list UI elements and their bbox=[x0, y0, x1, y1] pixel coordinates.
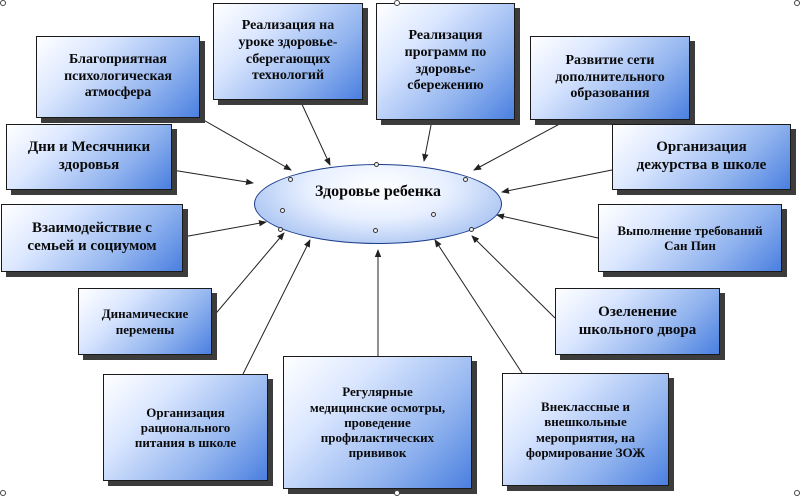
box-text-line: проведение bbox=[344, 414, 411, 430]
frame-handle bbox=[394, 490, 400, 496]
box-text-line: Дни и Месячники bbox=[27, 139, 151, 156]
box-text-line: технологий bbox=[251, 68, 325, 84]
connector-programs bbox=[422, 119, 433, 162]
box-schoolyard-greening: Озеленение школьного двора bbox=[555, 288, 720, 355]
ellipse-handle bbox=[469, 227, 474, 232]
ellipse-handle bbox=[374, 162, 379, 167]
center-node-child-health: Здоровье ребенка bbox=[254, 164, 502, 244]
box-text-line: питания в школе bbox=[134, 435, 237, 451]
box-text-line: Развитие сети bbox=[565, 53, 655, 69]
box-text-line: Организация bbox=[656, 139, 747, 156]
box-text-line: программ по bbox=[404, 44, 487, 60]
connector-health-days bbox=[171, 169, 254, 186]
box-dynamic-breaks: Динамические перемены bbox=[78, 288, 212, 355]
connector-extra-edu bbox=[473, 119, 568, 171]
box-text-line: школьного двора bbox=[578, 321, 697, 338]
box-text-line: Выполнение требований bbox=[617, 222, 763, 238]
box-text-line: образования bbox=[570, 86, 650, 102]
box-school-nutrition: Организация рационального питания в школ… bbox=[103, 374, 268, 481]
box-family-interaction: Взаимодействие с семьей и социумом bbox=[1, 204, 183, 272]
box-text-line: внешкольные bbox=[544, 414, 627, 430]
box-text-line: Организация bbox=[146, 404, 225, 420]
connector-nutrition bbox=[242, 239, 311, 375]
connector-sanpin bbox=[496, 213, 599, 239]
connector-extracurricular bbox=[434, 239, 523, 374]
box-extra-education: Развитие сети дополнительного образовани… bbox=[530, 36, 690, 120]
ellipse-handle bbox=[373, 228, 378, 233]
box-text-line: Реализация bbox=[408, 28, 483, 44]
box-text-line: Сан Пин bbox=[664, 238, 716, 253]
ellipse-handle bbox=[280, 208, 285, 213]
box-health-days: Дни и Месячники здоровья bbox=[6, 124, 172, 190]
box-text-line: сберегающих bbox=[245, 51, 331, 67]
box-text-line: здоровья bbox=[58, 157, 120, 173]
box-text-line: дежурства в школе bbox=[636, 157, 767, 173]
box-psychological-atmosphere: Благоприятная психологическая атмосфера bbox=[36, 36, 200, 118]
frame-handle bbox=[0, 0, 6, 6]
box-text-line: атмосфера bbox=[84, 85, 152, 101]
box-text-line: психологическая bbox=[64, 68, 172, 84]
box-text-line: Регулярные bbox=[342, 384, 413, 400]
box-text-line: уроке здоровье- bbox=[238, 34, 338, 50]
connector-lesson-tech bbox=[299, 99, 331, 166]
frame-handle bbox=[794, 0, 800, 6]
connector-family bbox=[182, 220, 267, 238]
box-text-line: сбережению bbox=[407, 78, 484, 94]
ellipse-handle bbox=[463, 177, 468, 182]
frame-handle bbox=[794, 490, 800, 496]
box-text-line: Внеклассные и bbox=[541, 398, 630, 414]
box-text-line: дополнительного bbox=[555, 69, 665, 85]
connector-dynamic-breaks bbox=[211, 232, 285, 319]
box-text-line: рационального bbox=[140, 419, 231, 435]
box-sanpin-requirements: Выполнение требований Сан Пин bbox=[598, 204, 782, 272]
box-text-line: перемены bbox=[115, 321, 175, 337]
connector-duty bbox=[501, 169, 613, 194]
box-text-line: профилактических bbox=[320, 430, 435, 446]
box-lesson-technologies: Реализация на уроке здоровье- сберегающи… bbox=[213, 3, 363, 100]
box-text-line: Озеленение bbox=[598, 303, 677, 320]
box-medical-checkups: Регулярные медицинские осмотры, проведен… bbox=[283, 356, 472, 489]
frame-handle bbox=[394, 0, 400, 6]
ellipse-handle bbox=[431, 212, 436, 217]
box-text-line: Благоприятная bbox=[69, 52, 167, 68]
ellipse-handle bbox=[288, 177, 293, 182]
box-text-line: Взаимодействие с bbox=[31, 220, 152, 237]
box-text-line: семьей и социумом bbox=[27, 238, 157, 254]
box-text-line: мероприятия, на bbox=[536, 429, 635, 445]
frame-handle bbox=[0, 490, 6, 496]
box-text-line: Динамические bbox=[101, 306, 189, 322]
center-node-label: Здоровье ребенка bbox=[315, 183, 441, 200]
box-extracurricular-events: Внеклассные и внешкольные мероприятия, н… bbox=[502, 373, 669, 486]
connector-greening bbox=[471, 235, 556, 319]
box-school-duty: Организация дежурства в школе bbox=[612, 124, 791, 190]
box-text-line: здоровье- bbox=[415, 61, 476, 77]
box-health-programs: Реализация программ по здоровье- сбереже… bbox=[376, 3, 515, 120]
connector-atmosphere bbox=[199, 117, 292, 171]
box-text-line: формирование ЗОЖ bbox=[525, 444, 646, 460]
box-text-line: медицинские осмотры, bbox=[309, 399, 446, 415]
ellipse-handle bbox=[278, 227, 283, 232]
box-text-line: прививок bbox=[348, 445, 407, 461]
box-text-line: Реализация на bbox=[241, 18, 335, 34]
